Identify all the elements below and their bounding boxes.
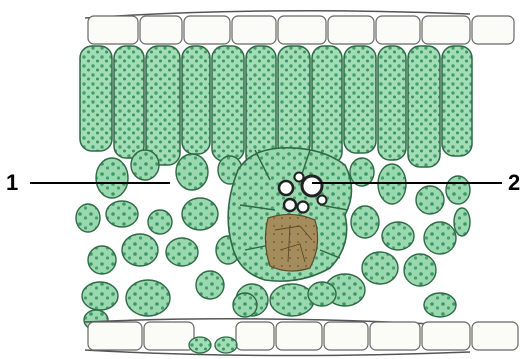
spongy-mesophyll-cell [148,210,172,234]
upper-epidermis-cell [232,16,276,44]
spongy-mesophyll-cell [378,164,406,204]
spongy-mesophyll-cell [76,204,100,232]
upper-epidermis-cell [472,16,514,44]
lower-epidermis [85,319,518,356]
spongy-mesophyll-cell [382,222,414,250]
upper-epidermis-cell [278,16,326,44]
vascular-bundle [228,148,351,281]
spongy-mesophyll-cell [182,198,218,230]
label-1-leader-line [30,182,170,184]
palisade-cell [212,46,244,161]
phloem [265,214,317,271]
spongy-mesophyll-cell [233,293,257,317]
lower-epidermis-cell [370,322,420,350]
lower-epidermis-cell [236,322,274,350]
spongy-mesophyll-cell [122,234,158,266]
palisade-cell [146,46,180,165]
spongy-mesophyll-cell [88,246,116,274]
spongy-mesophyll-cell [106,201,138,227]
palisade-cell [378,46,406,160]
spongy-mesophyll-cell [270,284,314,316]
spongy-mesophyll-cell [446,176,470,204]
palisade-cell [278,46,310,157]
palisade-cell [182,46,210,154]
upper-epidermis-cell [184,16,230,44]
spongy-mesophyll-cell [176,154,208,190]
spongy-mesophyll-cell [424,293,456,317]
lower-epidermis-cell [276,322,322,350]
palisade-cell [442,46,472,156]
upper-epidermis [85,11,514,44]
upper-epidermis-cell [422,16,470,44]
upper-epidermis-cell [140,16,182,44]
palisade-cell [344,46,376,153]
guard-cells [189,337,237,353]
lower-epidermis-cell [88,322,142,350]
upper-epidermis-cell [376,16,420,44]
spongy-mesophyll-cell [196,271,224,299]
spongy-mesophyll-cell [351,206,379,238]
spongy-mesophyll-cell [416,186,444,214]
label-2: 2 [508,172,520,194]
upper-epidermis-cell [328,16,374,44]
lower-epidermis-cell [144,322,194,350]
palisade-cell [312,46,342,164]
palisade-cell [408,46,440,167]
lower-epidermis-cell [472,322,518,350]
spongy-mesophyll-cell [166,238,198,266]
spongy-mesophyll-cell [424,222,456,254]
spongy-mesophyll-cell [308,282,336,306]
spongy-mesophyll-cell [362,252,398,284]
upper-epidermis-cell [88,16,138,44]
spongy-mesophyll-cell [96,158,128,198]
spongy-mesophyll-cell [454,208,470,236]
label-2-leader-line [312,182,502,184]
palisade-cell [80,46,112,151]
spongy-mesophyll-cell [126,280,170,316]
spongy-mesophyll-cell [131,150,159,180]
spongy-mesophyll-cell [82,282,118,310]
lower-epidermis-cell [422,322,470,350]
spongy-mesophyll-cell [404,254,436,286]
lower-epidermis-cell [324,322,368,350]
label-1: 1 [6,172,18,194]
palisade-cell [114,46,144,158]
